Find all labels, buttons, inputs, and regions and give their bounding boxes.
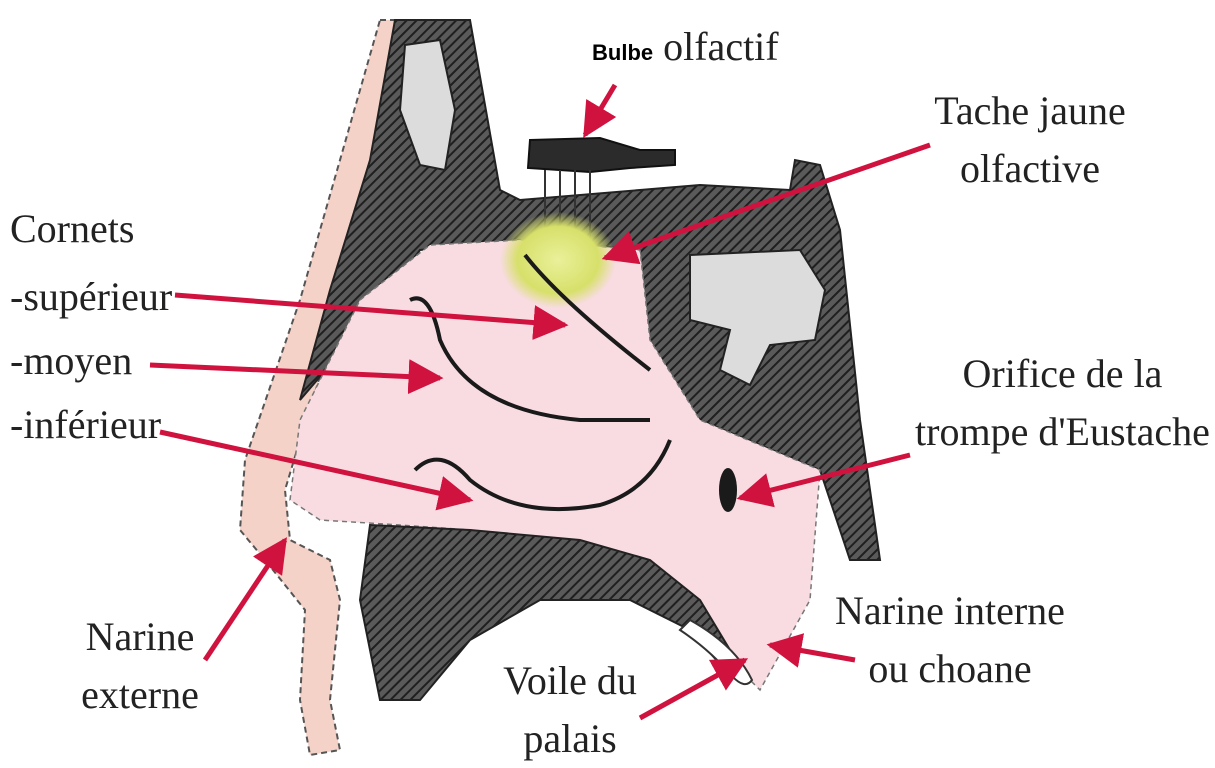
label-bulbe-bold: Bulbe [592,40,653,65]
label-tache-line1: Tache jaune [925,82,1135,140]
label-narine-interne: Narine interne ou choane [830,582,1070,698]
arrow-narine-externe [205,540,285,660]
label-moyen: -moyen [10,332,132,390]
label-cornets: Cornets [10,200,134,258]
label-bulbe-olfactif: Bulbe olfactif [592,18,779,76]
label-voile-line2: palais [490,710,650,768]
label-narine-int-line1: Narine interne [830,582,1070,640]
label-narine-ext-line1: Narine [65,608,215,666]
olfactory-bulb [528,138,675,172]
eustachian-orifice [719,468,737,512]
label-orifice-line1: Orifice de la [915,345,1210,403]
arrow-bulbe [585,85,615,135]
label-narine-ext-line2: externe [65,666,215,724]
label-voile-line1: Voile du [490,652,650,710]
label-orifice: Orifice de la trompe d'Eustache [915,345,1210,461]
label-tache-line2: olfactive [925,140,1135,198]
label-inferieur: -inférieur [10,396,161,454]
label-superieur: -supérieur [10,268,172,326]
label-olfactif: olfactif [663,24,779,69]
label-voile-palais: Voile du palais [490,652,650,768]
label-narine-externe: Narine externe [65,608,215,724]
label-orifice-line2: trompe d'Eustache [915,403,1210,461]
label-narine-int-line2: ou choane [830,640,1070,698]
arrow-voile [640,660,745,718]
label-tache-jaune: Tache jaune olfactive [925,82,1135,198]
